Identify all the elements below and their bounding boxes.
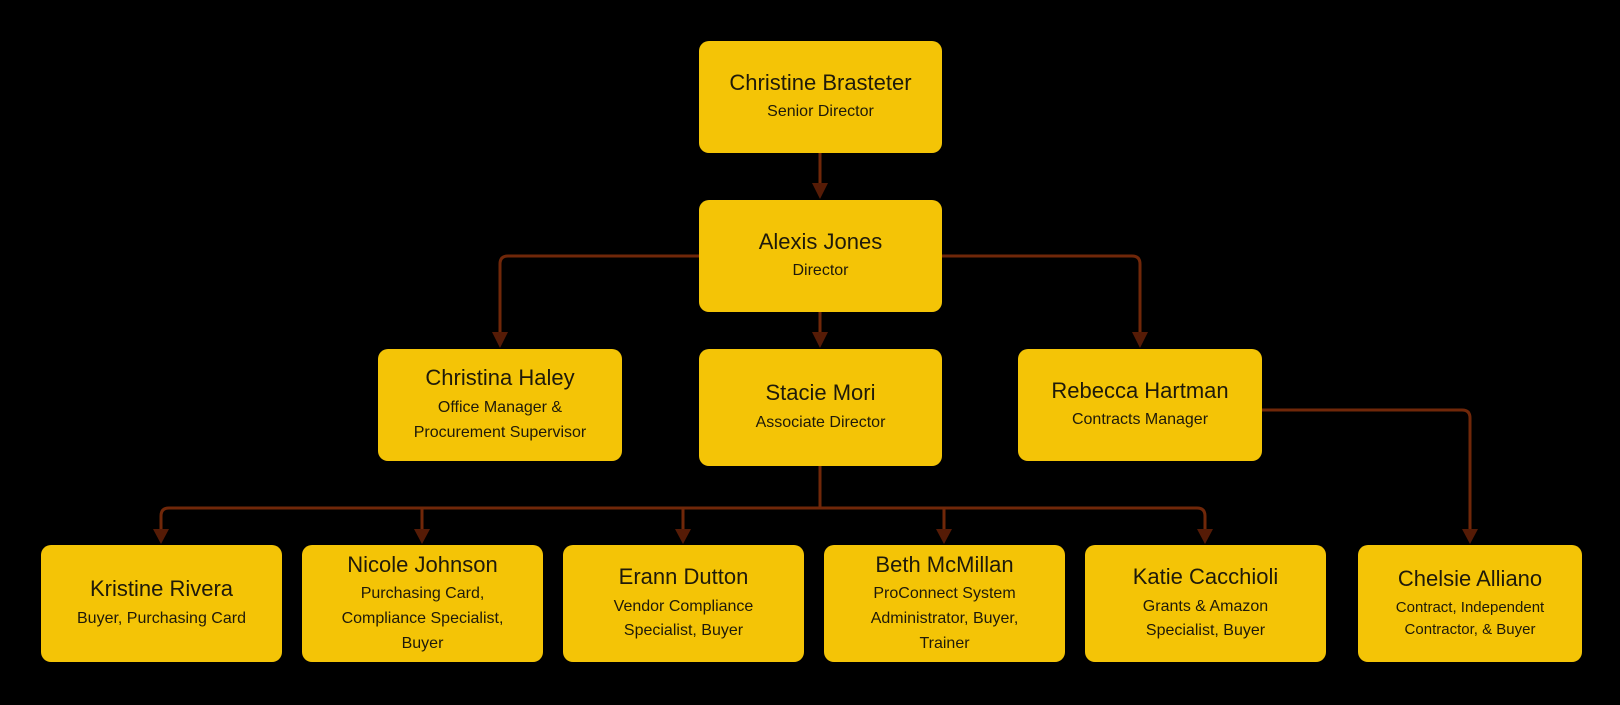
- connector-alexis-to-stacie: [812, 312, 828, 348]
- person-title: Buyer, Purchasing Card: [77, 609, 246, 627]
- person-name: Chelsie Alliano: [1397, 566, 1543, 592]
- person-title: Contracts Manager: [1071, 411, 1209, 429]
- connector-christine-to-alexis: [812, 153, 828, 199]
- person-title: ProConnect System Administrator, Buyer, …: [870, 585, 1019, 652]
- connector-rebecca-to-chelsie: [1262, 408, 1478, 544]
- org-node-chelsie-alliano[interactable]: Chelsie Alliano Contract, Independent Co…: [1358, 545, 1582, 662]
- person-name: Erann Dutton: [618, 563, 749, 589]
- person-name: Christina Haley: [425, 365, 575, 391]
- org-node-rebecca-hartman[interactable]: Rebecca Hartman Contracts Manager: [1018, 349, 1262, 461]
- connector-stacie-to-beth: [936, 529, 952, 544]
- org-node-christine-brasteter[interactable]: Christine Brasteter Senior Director: [699, 41, 942, 153]
- person-name: Beth McMillan: [875, 551, 1014, 577]
- org-node-stacie-mori[interactable]: Stacie Mori Associate Director: [699, 349, 942, 466]
- org-node-nicole-johnson[interactable]: Nicole Johnson Purchasing Card, Complian…: [302, 545, 543, 662]
- person-name: Katie Cacchioli: [1132, 563, 1279, 589]
- person-name: Stacie Mori: [765, 380, 876, 406]
- connector-alexis-to-christina: [492, 254, 699, 348]
- org-node-erann-dutton[interactable]: Erann Dutton Vendor Compliance Specialis…: [563, 545, 804, 662]
- org-node-alexis-jones[interactable]: Alexis Jones Director: [699, 200, 942, 312]
- person-title: Director: [792, 262, 849, 280]
- connector-stacie-to-kristine: [153, 529, 169, 544]
- person-name: Nicole Johnson: [347, 551, 498, 577]
- org-node-christina-haley[interactable]: Christina Haley Office Manager & Procure…: [378, 349, 622, 461]
- person-title: Associate Director: [755, 413, 886, 431]
- org-node-beth-mcmillan[interactable]: Beth McMillan ProConnect System Administ…: [824, 545, 1065, 662]
- org-node-kristine-rivera[interactable]: Kristine Rivera Buyer, Purchasing Card: [41, 545, 282, 662]
- person-name: Alexis Jones: [758, 228, 883, 254]
- person-title: Purchasing Card, Compliance Specialist, …: [341, 585, 504, 652]
- person-title: Vendor Compliance Specialist, Buyer: [613, 597, 754, 640]
- org-node-katie-cacchioli[interactable]: Katie Cacchioli Grants & Amazon Speciali…: [1085, 545, 1326, 662]
- connector-stacie-to-nicole: [414, 529, 430, 544]
- connector-stacie-to-erann: [675, 529, 691, 544]
- person-title: Contract, Independent Contractor, & Buye…: [1395, 598, 1545, 639]
- connector-alexis-to-rebecca: [942, 254, 1148, 348]
- connector-stacie-children-bus: [159, 466, 1207, 530]
- person-title: Office Manager & Procurement Supervisor: [413, 399, 587, 441]
- person-title: Senior Director: [767, 103, 874, 121]
- person-name: Christine Brasteter: [729, 69, 912, 95]
- person-name: Rebecca Hartman: [1051, 377, 1229, 403]
- connector-stacie-to-katie: [1197, 529, 1213, 544]
- person-name: Kristine Rivera: [89, 576, 234, 602]
- person-title: Grants & Amazon Specialist, Buyer: [1142, 597, 1269, 640]
